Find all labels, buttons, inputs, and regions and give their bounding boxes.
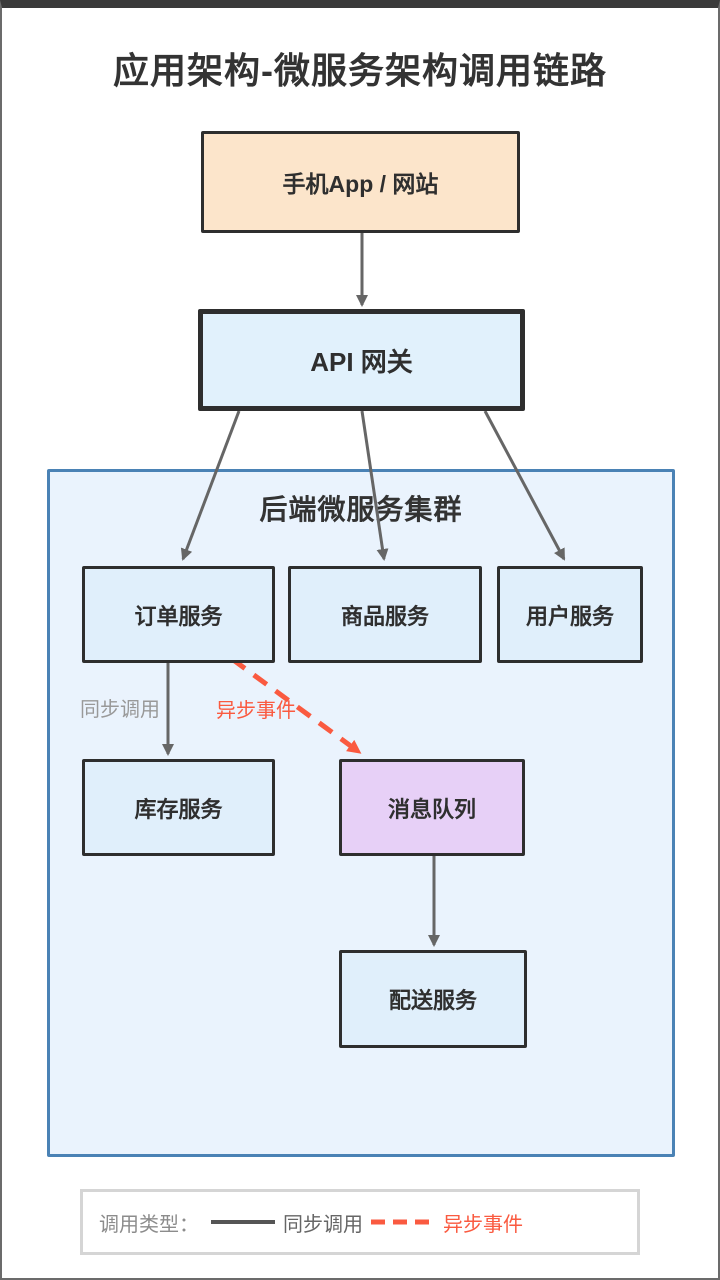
node-inventory-service: 库存服务 — [82, 759, 275, 856]
legend-sync-line-sample — [211, 1220, 275, 1224]
node-delivery-service: 配送服务 — [339, 950, 527, 1048]
diagram-title: 应用架构-微服务架构调用链路 — [113, 50, 607, 91]
edge-label-sync-call: 同步调用 — [80, 699, 160, 721]
node-product-service-label: 商品服务 — [340, 603, 429, 629]
node-message-queue: 消息队列 — [339, 759, 525, 856]
edge-label-async-event: 异步事件 — [216, 700, 296, 722]
node-inventory-service-label: 库存服务 — [134, 796, 223, 822]
node-api-gateway: API 网关 — [198, 309, 525, 411]
arrow-gateway-to-user — [483, 410, 566, 561]
node-client-label: 手机App / 网站 — [282, 171, 439, 197]
diagram-arrows-layer — [162, 233, 566, 947]
node-api-gateway-label: API 网关 — [310, 346, 413, 377]
node-user-service-label: 用户服务 — [525, 603, 614, 629]
legend-sync-label: 同步调用 — [283, 1213, 363, 1236]
legend-title: 调用类型： — [99, 1213, 199, 1236]
node-order-service: 订单服务 — [82, 566, 275, 663]
arrow-gateway-to-product — [360, 410, 389, 561]
node-delivery-service-label: 配送服务 — [388, 988, 477, 1013]
node-product-service: 商品服务 — [288, 566, 482, 663]
node-user-service: 用户服务 — [497, 566, 643, 663]
arrow-gateway-to-order — [180, 410, 241, 561]
node-message-queue-label: 消息队列 — [387, 796, 476, 822]
legend: 调用类型： 同步调用 异步事件 — [80, 1189, 640, 1255]
node-client: 手机App / 网站 — [201, 131, 520, 233]
node-order-service-label: 订单服务 — [134, 603, 223, 629]
legend-async-label: 异步事件 — [443, 1213, 523, 1236]
legend-async-dash-sample — [371, 1219, 429, 1225]
cluster-label: 后端微服务集群 — [259, 494, 463, 525]
